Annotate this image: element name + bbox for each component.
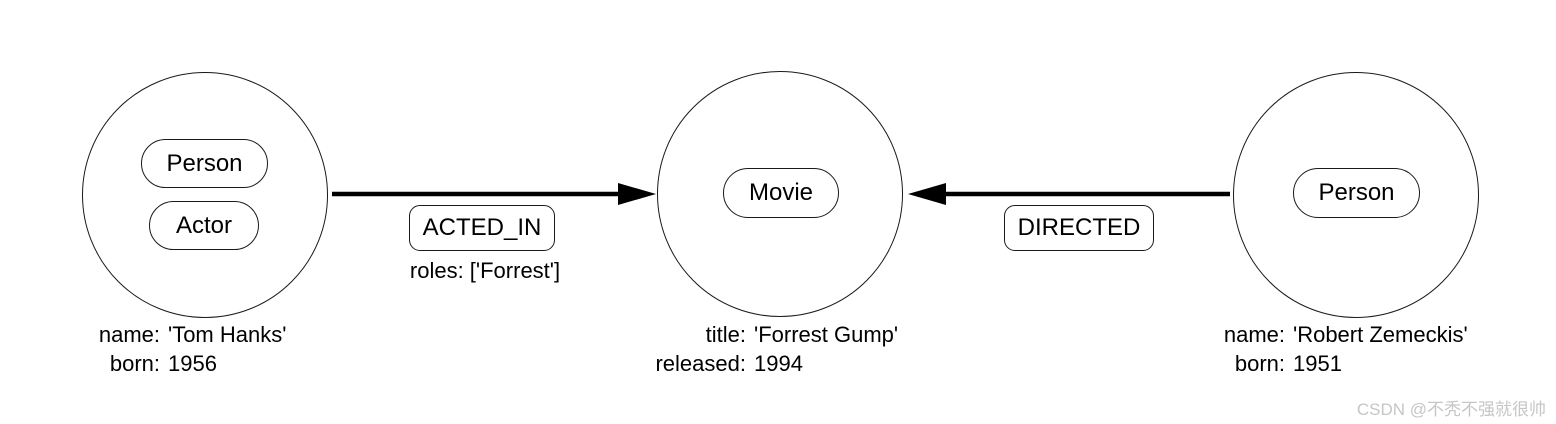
- relationship-properties-acted-in: roles: ['Forrest']: [409, 258, 561, 283]
- property-value: 'Tom Hanks': [168, 322, 287, 347]
- acted-in-arrow: [332, 183, 656, 205]
- property-value: 'Robert Zemeckis': [1293, 322, 1468, 347]
- node-label-pill-person: Person: [1293, 168, 1420, 218]
- relationship-type-directed: DIRECTED: [1017, 214, 1141, 241]
- node-tom-hanks: Person Actor: [82, 72, 328, 318]
- property-key: name:: [1223, 322, 1285, 347]
- node-label-pill-actor: Actor: [149, 201, 259, 250]
- relationship-type-pill-acted-in: ACTED_IN: [409, 205, 555, 251]
- property-key: born:: [109, 351, 160, 376]
- property-key: born:: [1234, 351, 1285, 376]
- node-forrest-gump: Movie: [657, 71, 903, 317]
- node-robert-zemeckis: Person: [1233, 72, 1479, 318]
- csdn-watermark: CSDN @不秃不强就很帅: [1356, 400, 1546, 419]
- property-value: 1951: [1293, 351, 1342, 376]
- node-label-person: Person: [166, 149, 243, 177]
- node-label-pill-person: Person: [141, 139, 268, 188]
- property-key: released:: [655, 351, 746, 376]
- relationship-type-pill-directed: DIRECTED: [1004, 205, 1154, 251]
- property-value: 1994: [754, 351, 803, 376]
- node-label-pill-movie: Movie: [723, 168, 839, 218]
- node-label-actor: Actor: [175, 211, 232, 239]
- property-key: title:: [705, 322, 746, 347]
- node-properties-robert-zemeckis: name: 'Robert Zemeckis' born: 1951: [1178, 320, 1468, 378]
- node-properties-forrest-gump: title: 'Forrest Gump' released: 1994: [598, 320, 898, 378]
- property-key: name:: [98, 322, 160, 347]
- property-value: 1956: [168, 351, 217, 376]
- property-value: 'Forrest Gump': [754, 322, 899, 347]
- node-label-movie: Movie: [748, 179, 814, 206]
- relationship-type-acted-in: ACTED_IN: [422, 214, 542, 241]
- node-properties-tom-hanks: name: 'Tom Hanks' born: 1956: [55, 320, 287, 378]
- directed-arrow: [908, 183, 1230, 205]
- node-label-person: Person: [1318, 179, 1395, 206]
